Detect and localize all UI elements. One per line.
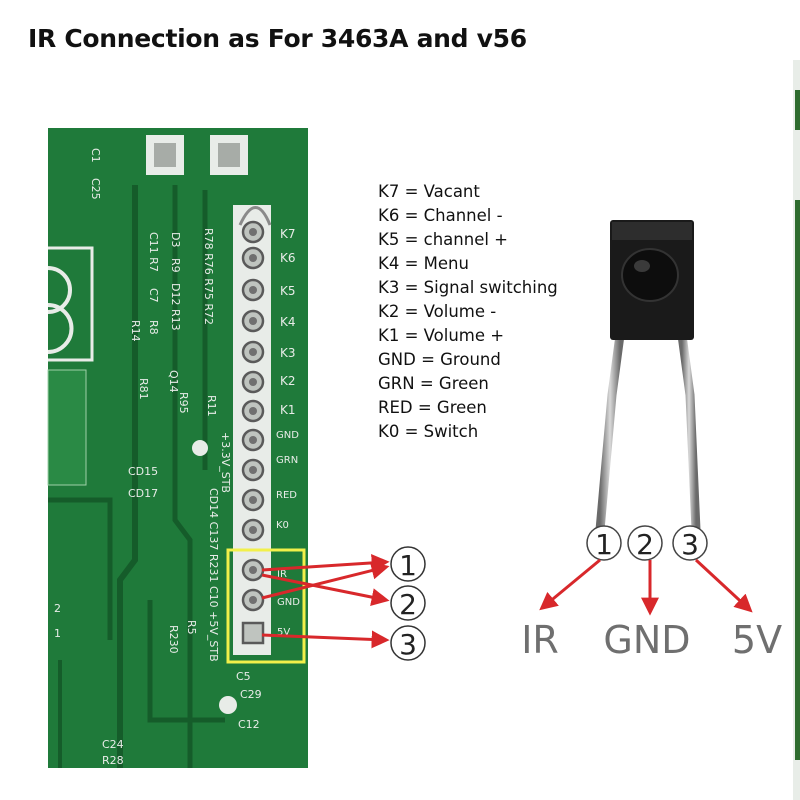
sensor-lens: [621, 248, 679, 302]
silk-r28: R28: [102, 754, 124, 767]
arrow-pin1-to-callout-2: [261, 553, 390, 572]
sensor-pin-number-1: 1: [595, 528, 613, 561]
arrow-sensor-pin3: [694, 558, 753, 613]
arrow-sensor-pin1: [539, 558, 601, 611]
silk-c24: C24: [102, 738, 124, 751]
silk-r5: R5: [185, 620, 198, 635]
silk-r14: R14: [129, 320, 142, 342]
sensor-pin-name-gnd: GND: [603, 618, 690, 662]
ir-pins-highlight: [226, 548, 306, 664]
silk-r230: R230: [167, 625, 180, 654]
pin-label-grn: GRN: [276, 455, 298, 466]
pin-label-k0: K0: [276, 520, 289, 531]
header-pin-hole: [249, 317, 257, 325]
callouts: 1 2 3: [261, 546, 426, 661]
header-pin-hole: [249, 436, 257, 444]
callout-1: 1: [399, 549, 417, 582]
silk-c1: C1: [89, 148, 102, 163]
header-pins: [241, 220, 265, 645]
legend-k0: K0 = Switch: [378, 422, 479, 441]
silk-q14: Q14: [167, 370, 180, 393]
silk-d12: D12 R13: [169, 283, 182, 331]
legend-grn: GRN = Green: [378, 374, 489, 393]
legend-k4: K4 = Menu: [378, 254, 469, 273]
arrow-to-callout-2: [261, 573, 390, 606]
callout-2-circle: [390, 585, 426, 621]
silk-c11: C11 R7: [147, 232, 160, 272]
header-pin-hole: [249, 466, 257, 474]
pin-legend: K7 = Vacant K6 = Channel - K5 = channel …: [378, 180, 558, 444]
pin-label-k3: K3: [280, 346, 296, 360]
pcb-board: K7 K6 K5 K4 K3 K2 K1 GND GRN RED K0 IR G…: [47, 128, 308, 768]
silk-c7: C7: [147, 288, 160, 303]
header-pin-hole: [249, 596, 257, 604]
silk-v33: +3.3V_STB: [219, 432, 232, 493]
silk-cd15: CD15: [128, 465, 158, 478]
pin-label-k6: K6: [280, 251, 296, 265]
pin-label-k5: K5: [280, 284, 296, 298]
callout-1-circle: [390, 546, 426, 582]
pin-label-gnd: GND: [276, 430, 299, 441]
legend-k6: K6 = Channel -: [378, 206, 503, 225]
pin-label-k7: K7: [280, 227, 296, 241]
silk-cd17: CD17: [128, 487, 158, 500]
silk-r95: R95: [177, 392, 190, 414]
header-pin-square: [241, 621, 265, 645]
silk-n1: 1: [54, 627, 61, 640]
header-pin-hole: [249, 286, 257, 294]
silk-r11: R11: [205, 395, 218, 417]
silk-c5: C5: [236, 670, 251, 683]
header-pin-hole: [249, 407, 257, 415]
header-pin-hole: [249, 566, 257, 574]
sensor-pin-number-2: 2: [636, 528, 654, 561]
silk-d3: D3: [169, 232, 182, 247]
silk-c29: C29: [240, 688, 262, 701]
sensor-pin-name-ir: IR: [521, 618, 559, 662]
arrow-pin3-to-callout-3: [261, 630, 390, 649]
silk-c12: C12: [238, 718, 260, 731]
arrow-pin2-to-callout-1: [261, 561, 390, 600]
pin-label-k2: K2: [280, 374, 296, 388]
pin-label-gnd2: GND: [277, 597, 300, 608]
silk-c25: C25: [89, 178, 102, 200]
pin-label-5v: 5V: [277, 627, 290, 638]
silk-r78: R78 R76 R75 R72: [202, 228, 215, 325]
callout-3: 3: [399, 628, 417, 661]
legend-k2: K2 = Volume -: [378, 302, 497, 321]
ir-sensor: 1 2 3 IR GND 5V: [521, 220, 782, 662]
pin-label-ir: IR: [277, 569, 287, 580]
callout-2: 2: [399, 588, 417, 621]
silk-r9: R9: [169, 258, 182, 273]
header-pin-hole: [249, 254, 257, 262]
header-pin-hole: [249, 348, 257, 356]
pin-label-red: RED: [276, 490, 297, 501]
header-pin-hole: [249, 378, 257, 386]
legend-k1: K1 = Volume +: [378, 326, 505, 345]
neighbor-image-edge: [793, 60, 800, 800]
pin-label-k1: K1: [280, 403, 296, 417]
callout-3-circle: [390, 625, 426, 661]
page-title: IR Connection as For 3463A and v56: [28, 24, 527, 53]
sensor-pin-number-3: 3: [681, 528, 699, 561]
silk-n2: 2: [54, 602, 61, 615]
silk-r8: R8: [147, 320, 160, 335]
header-pin-hole: [249, 526, 257, 534]
legend-gnd: GND = Ground: [378, 350, 501, 369]
legend-k5: K5 = channel +: [378, 230, 508, 249]
silk-r81: R81: [137, 378, 150, 400]
legend-red: RED = Green: [378, 398, 487, 417]
header-pin-hole: [249, 228, 257, 236]
legend-k3: K3 = Signal switching: [378, 278, 558, 297]
silk-cd14: CD14 C137 R231 C10 +5V_STB: [207, 488, 220, 662]
header-pin-hole: [249, 496, 257, 504]
legend-k7: K7 = Vacant: [378, 182, 480, 201]
sensor-pin-name-5v: 5V: [732, 618, 782, 662]
pin-label-k4: K4: [280, 315, 296, 329]
